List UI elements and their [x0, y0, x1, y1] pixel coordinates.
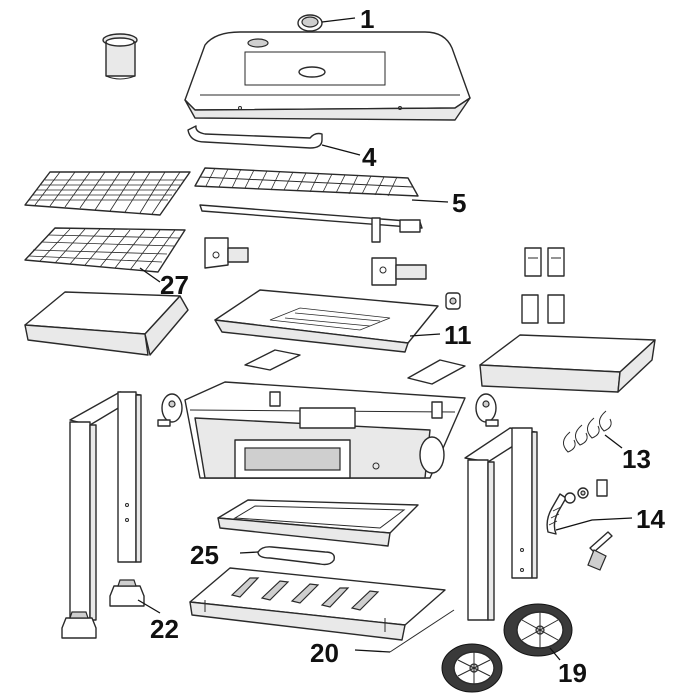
callout-13: 13	[622, 444, 651, 474]
callout-14: 14	[636, 504, 665, 534]
callout-19: 19	[558, 658, 587, 688]
leader-19	[549, 647, 561, 661]
leader-14	[555, 517, 633, 531]
side-shelf-right	[479, 334, 656, 393]
vent-knob	[445, 292, 461, 310]
callout-20: 20	[310, 638, 339, 668]
warming-rack	[194, 167, 419, 197]
fire-box	[184, 381, 466, 479]
cooking-grate-lower	[24, 227, 186, 273]
leader-27	[139, 267, 161, 283]
damper-left	[157, 393, 183, 427]
bottom-shelf	[189, 567, 446, 641]
ash-tray	[217, 499, 419, 547]
thermometer	[297, 14, 323, 32]
heat-shield-right	[407, 359, 466, 385]
damper-right	[475, 393, 499, 427]
tool-hooks	[563, 410, 612, 453]
leader-22	[137, 599, 161, 614]
callout-22: 22	[150, 614, 179, 644]
adjuster-clips-top	[524, 247, 565, 277]
callout-5: 5	[452, 188, 466, 218]
leader-1	[321, 17, 356, 23]
lid-handle	[187, 125, 323, 149]
axle-rod	[389, 609, 455, 653]
axle-hardware	[546, 479, 613, 571]
callout-27: 27	[160, 270, 189, 300]
callout-11: 11	[444, 320, 472, 350]
callout-25: 25	[190, 540, 219, 570]
callout-4: 4	[362, 142, 377, 172]
wheel-rear	[503, 603, 573, 657]
leader-lines	[137, 17, 633, 661]
bracket-left	[204, 237, 249, 269]
foot-left-upper	[109, 579, 145, 607]
foot-left-lower	[61, 611, 97, 639]
heat-shield-left	[244, 349, 301, 371]
bracket-right	[371, 257, 427, 286]
leader-11	[409, 333, 441, 337]
grill-lid	[184, 31, 471, 121]
side-shelf-left	[24, 291, 189, 356]
leg-frame-left	[69, 391, 142, 621]
leg-frame-right	[464, 427, 538, 621]
leader-4	[321, 144, 361, 156]
wheel-front	[441, 643, 503, 693]
rack-support-bar	[199, 204, 423, 243]
leader-25	[239, 551, 259, 554]
callout-1: 1	[360, 4, 374, 34]
cooking-grate-upper	[24, 171, 191, 216]
chimney-vent	[102, 33, 138, 80]
leader-20	[354, 649, 391, 653]
ash-tray-handle	[257, 546, 335, 566]
leader-13	[604, 434, 623, 449]
charcoal-pan	[214, 289, 439, 353]
adjuster-clips-bottom	[521, 294, 565, 324]
leader-5	[411, 199, 449, 203]
